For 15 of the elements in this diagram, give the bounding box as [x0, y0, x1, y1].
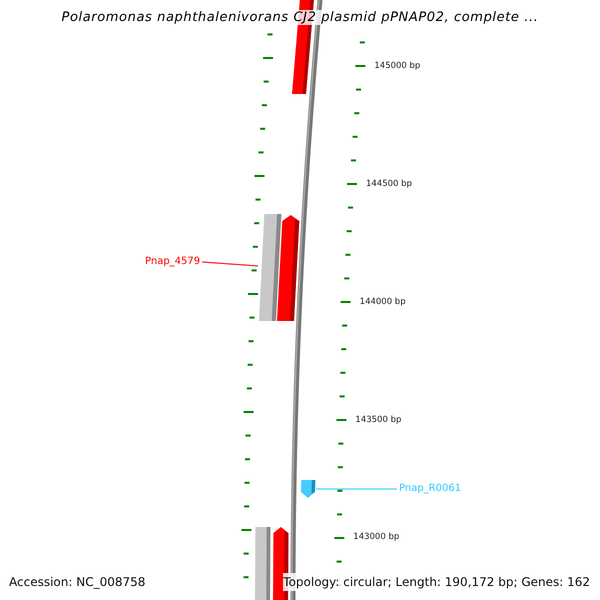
- gene-block: [300, 480, 316, 498]
- scale-label: 144000 bp: [360, 296, 406, 308]
- scale-label: 145000 bp: [374, 60, 420, 72]
- gene-label: Pnap_R0061: [399, 482, 462, 496]
- gene-label: Pnap_4579: [145, 255, 200, 269]
- scale-label: 143000 bp: [353, 531, 400, 543]
- scale-label: 143500 bp: [355, 414, 402, 426]
- gene-block: [254, 527, 272, 600]
- leader-line: [202, 262, 258, 266]
- gene-block: [276, 215, 300, 321]
- gene-block: [258, 214, 282, 321]
- scale-label: 144500 bp: [366, 178, 412, 190]
- leader-line: [316, 488, 398, 490]
- title: Polaromonas naphthalenivorans CJ2 plasmid pPNAP02, complete ...: [60, 9, 540, 27]
- info-text: Topology: circular; Length: 190,172 bp; Genes: 162: [283, 573, 590, 591]
